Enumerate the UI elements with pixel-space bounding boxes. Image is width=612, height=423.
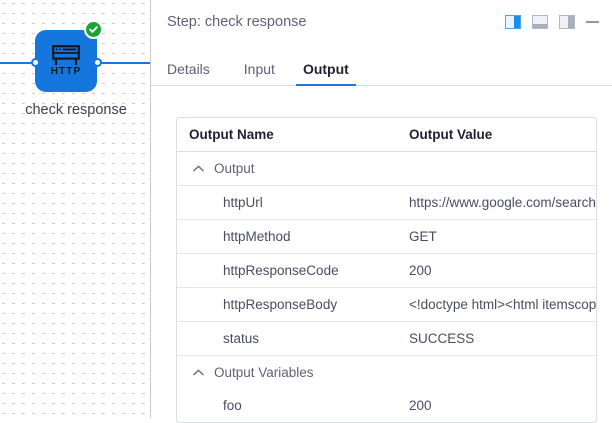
- chevron-up-icon: [193, 369, 204, 376]
- chevron-up-icon: [193, 165, 204, 172]
- table-row[interactable]: httpUrl https://www.google.com/search?q=: [177, 185, 596, 220]
- column-header-output-value: Output Value: [405, 118, 596, 152]
- tab-input[interactable]: Input: [243, 61, 275, 77]
- row-value: 200: [409, 263, 432, 278]
- table-row[interactable]: status SUCCESS: [177, 321, 596, 356]
- workflow-node-http[interactable]: HTTP: [35, 30, 97, 92]
- node-status-success-badge: [84, 20, 103, 39]
- tab-details[interactable]: Details: [167, 61, 210, 77]
- row-value: SUCCESS: [409, 331, 475, 346]
- column-header-output-name: Output Name: [177, 118, 405, 152]
- node-input-port[interactable]: [31, 58, 40, 67]
- output-table-body: Output httpUrl https://www.google.com/se…: [177, 152, 596, 423]
- layout-split-icon[interactable]: [505, 15, 521, 29]
- row-name: httpResponseCode: [177, 253, 405, 288]
- row-name: status: [177, 321, 405, 356]
- layout-right-icon[interactable]: [559, 15, 575, 29]
- node-caption: check response: [25, 102, 127, 118]
- http-browser-icon: [51, 45, 81, 66]
- layout-bottom-icon[interactable]: [532, 15, 548, 29]
- table-row[interactable]: httpResponseBody <!doctype html><html it…: [177, 287, 596, 322]
- table-row[interactable]: foo 200: [177, 389, 596, 422]
- row-name: httpUrl: [177, 185, 405, 220]
- row-value: 200: [409, 398, 432, 413]
- workflow-canvas[interactable]: HTTP check response: [0, 0, 150, 418]
- node-type-label: HTTP: [50, 66, 82, 77]
- group-label: Output Variables: [214, 365, 314, 380]
- table-group-row[interactable]: Output: [177, 152, 596, 186]
- check-circle-icon: [89, 26, 98, 33]
- row-value: GET: [409, 229, 437, 244]
- table-group-row[interactable]: Output Variables: [177, 355, 596, 389]
- output-table: Output Name Output Value Output: [177, 118, 596, 422]
- edge-outgoing: [100, 62, 150, 64]
- row-name: foo: [223, 398, 242, 413]
- row-name: httpResponseBody: [177, 287, 405, 322]
- step-detail-panel: Step: check response Details Input Outpu…: [151, 0, 612, 423]
- group-label: Output: [214, 161, 255, 176]
- panel-title: Step: check response: [167, 14, 307, 30]
- table-header-row: Output Name Output Value: [177, 118, 596, 152]
- output-table-card: Output Name Output Value Output: [176, 117, 597, 423]
- minimize-icon[interactable]: [586, 21, 599, 23]
- table-row[interactable]: httpMethod GET: [177, 219, 596, 254]
- row-value: <!doctype html><html itemscope=': [409, 297, 596, 312]
- panel-tabs: Details Input Output: [151, 44, 612, 86]
- table-row[interactable]: httpResponseCode 200: [177, 253, 596, 288]
- tab-output[interactable]: Output: [289, 61, 363, 86]
- panel-header: Step: check response: [151, 0, 612, 44]
- output-table-head: Output Name Output Value: [177, 118, 596, 152]
- row-value: https://www.google.com/search?q=: [409, 195, 596, 210]
- node-output-port[interactable]: [93, 58, 102, 67]
- edge-incoming: [0, 62, 45, 64]
- panel-divider[interactable]: [150, 0, 151, 418]
- row-name: httpMethod: [177, 219, 405, 254]
- panel-actions: [505, 15, 599, 29]
